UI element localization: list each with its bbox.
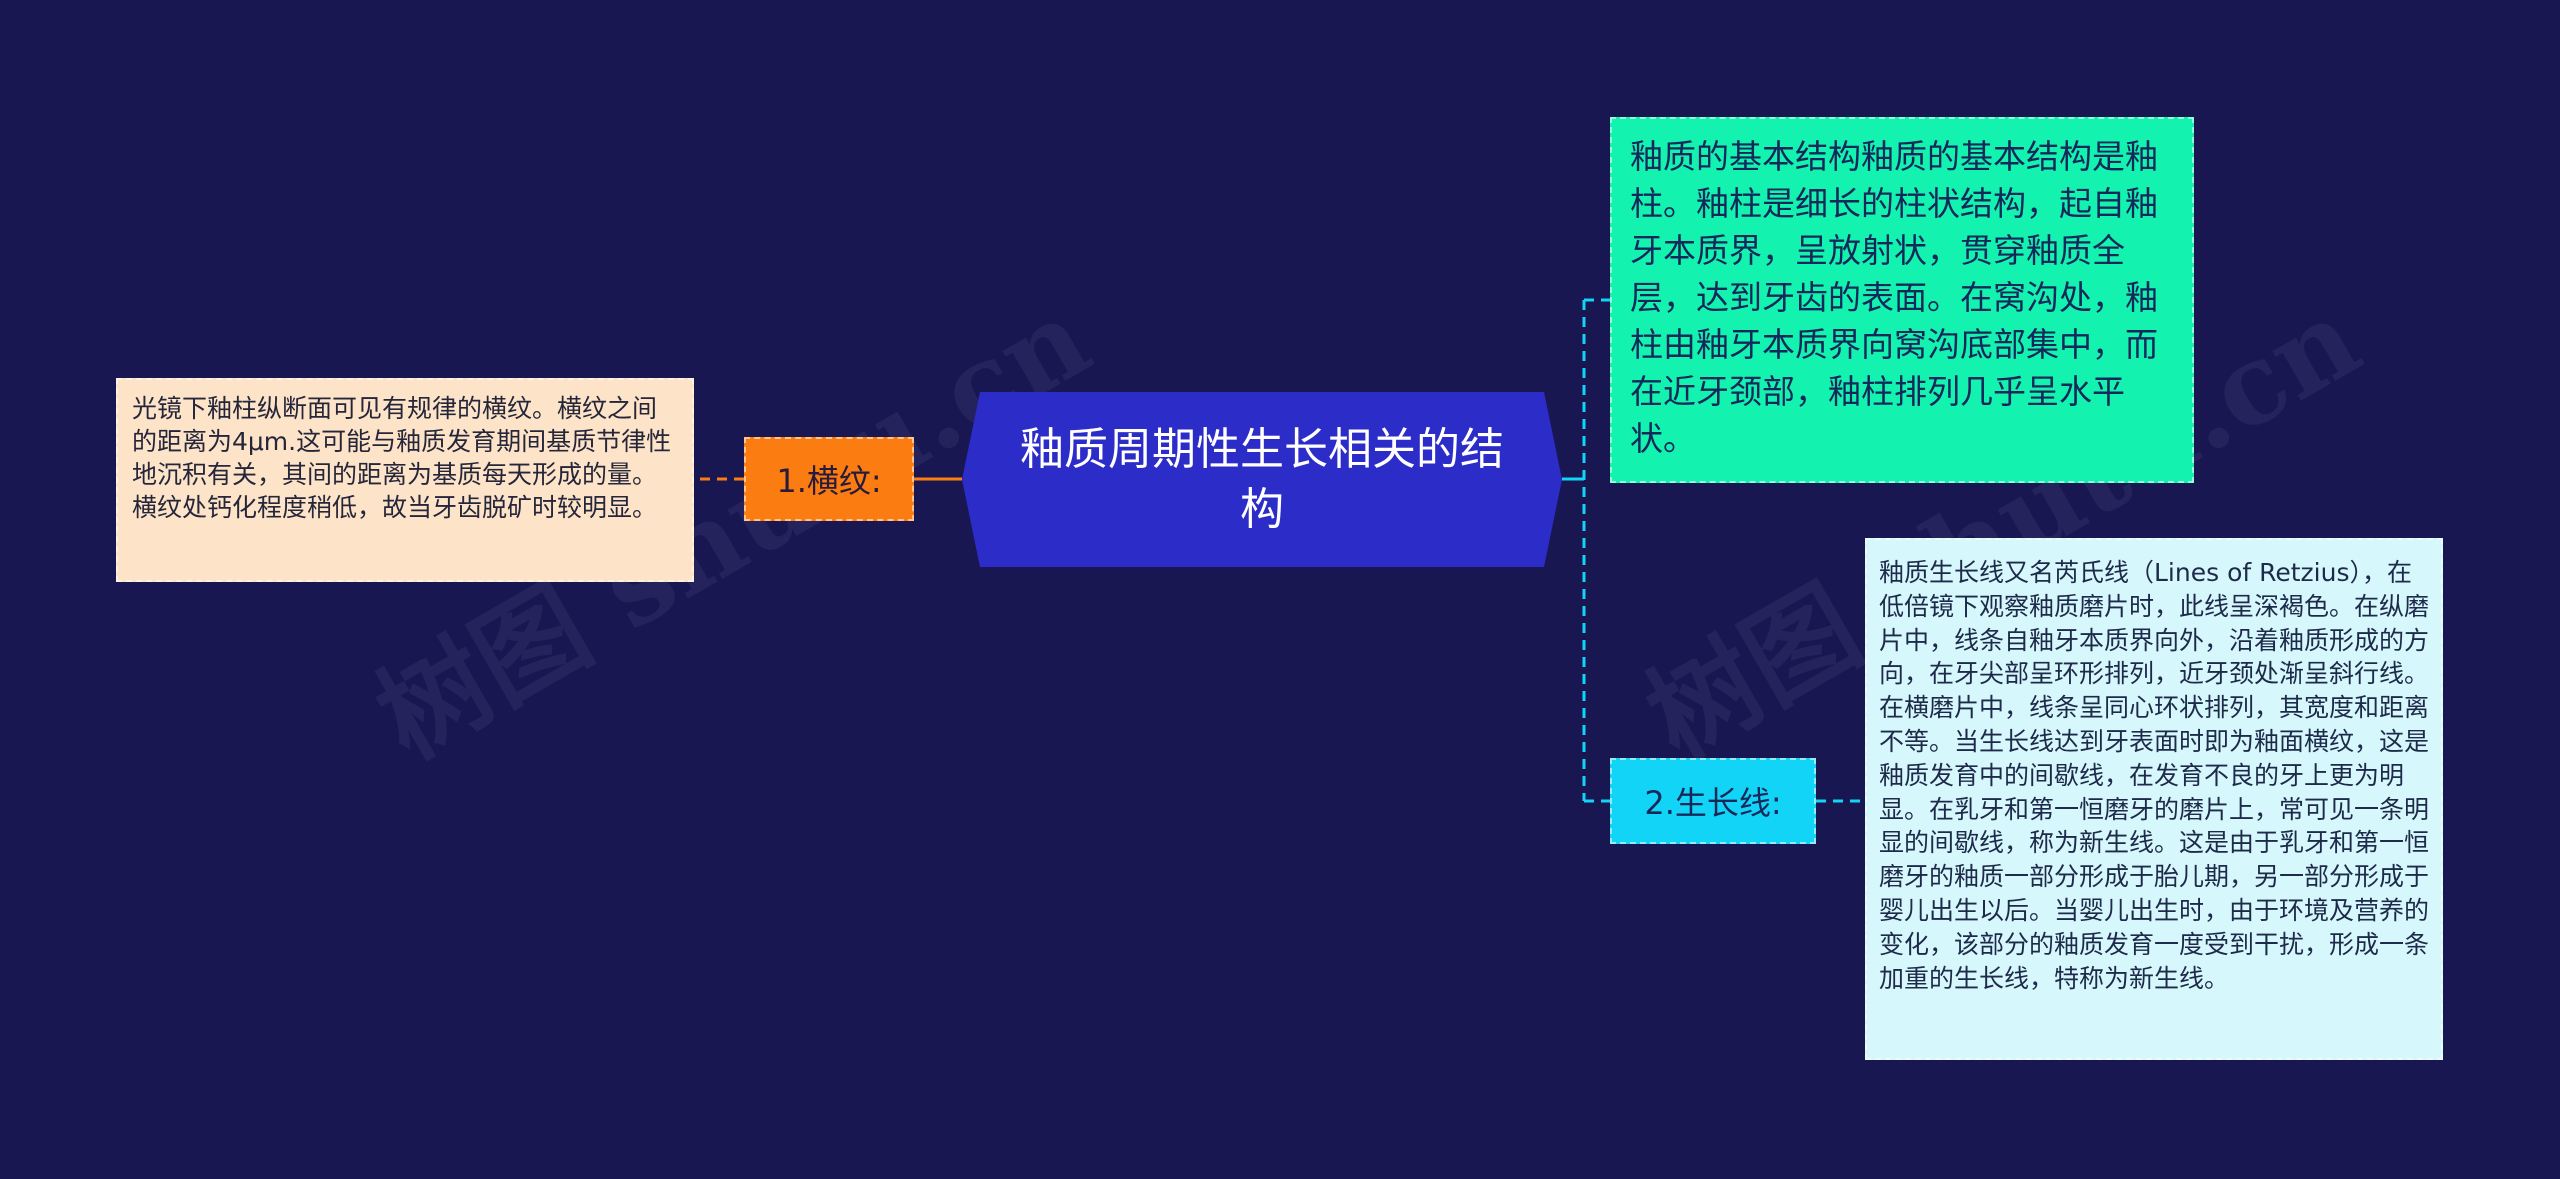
branch-horizontal-stripes[interactable]: 1.横纹:: [744, 437, 914, 521]
branch-label: 1.横纹:: [776, 462, 882, 500]
detail-text: 釉质生长线又名芮氏线（Lines of Retzius），在低倍镜下观察釉质磨片…: [1879, 558, 2430, 993]
root-title: 釉质周期性生长相关的结构: [1020, 423, 1504, 535]
detail-text: 光镜下釉柱纵断面可见有规律的横纹。横纹之间的距离为4μm.这可能与釉质发育期间基…: [132, 394, 672, 522]
detail-enamel-structure[interactable]: 釉质的基本结构釉质的基本结构是釉柱。釉柱是细长的柱状结构，起自釉牙本质界，呈放射…: [1610, 117, 2194, 483]
branch-growth-lines[interactable]: 2.生长线:: [1610, 758, 1816, 844]
detail-growth-lines[interactable]: 釉质生长线又名芮氏线（Lines of Retzius），在低倍镜下观察釉质磨片…: [1865, 538, 2443, 1060]
detail-horizontal-stripes[interactable]: 光镜下釉柱纵断面可见有规律的横纹。横纹之间的距离为4μm.这可能与釉质发育期间基…: [116, 378, 694, 582]
branch-label: 2.生长线:: [1644, 784, 1782, 822]
root-node[interactable]: 釉质周期性生长相关的结构: [962, 392, 1562, 567]
detail-text: 釉质的基本结构釉质的基本结构是釉柱。釉柱是细长的柱状结构，起自釉牙本质界，呈放射…: [1630, 137, 2158, 458]
